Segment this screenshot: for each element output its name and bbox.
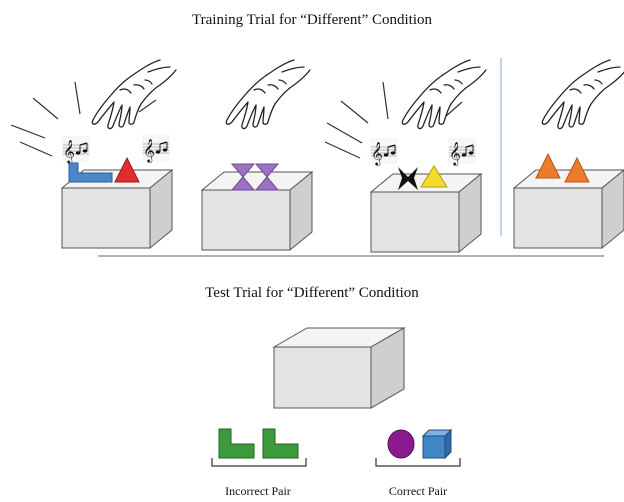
- sound-lines: [10, 81, 157, 157]
- correct-bracket: [375, 458, 461, 467]
- test-box: [272, 327, 406, 409]
- purple-hourglass-right: [254, 163, 280, 178]
- box: [201, 171, 313, 251]
- hand-icon: [401, 59, 487, 130]
- music-notes-icon: [447, 137, 477, 167]
- test-title: Test Trial for “Different” Condition: [205, 285, 419, 301]
- music-notes-icon: [61, 135, 91, 165]
- red-triangle: [114, 156, 140, 183]
- training-panel-4: [513, 59, 624, 249]
- yellow-triangle: [420, 165, 448, 188]
- music-notes-icon: [369, 137, 399, 167]
- correct-pair: [375, 428, 461, 467]
- sound-lines: [324, 81, 463, 159]
- training-panel-3: [324, 59, 487, 253]
- training-title: Training Trial for “Different” Condition: [192, 12, 432, 28]
- blue-cube: [421, 428, 453, 460]
- correct-pair-label: Correct Pair: [388, 484, 448, 498]
- orange-triangle-left: [535, 152, 561, 179]
- training-panel-2: [201, 59, 313, 251]
- green-l-block-left: [218, 428, 255, 459]
- hand-icon: [225, 59, 311, 130]
- training-panel-1: [10, 59, 177, 249]
- blue-l-block: [68, 162, 113, 183]
- black-x-shape: [398, 167, 418, 190]
- incorrect-pair-label: Incorrect Pair: [225, 484, 291, 498]
- incorrect-pair: [211, 428, 307, 467]
- test-panel: [211, 327, 461, 467]
- green-l-block-right: [262, 428, 299, 459]
- purple-hourglass-left: [230, 163, 256, 178]
- incorrect-bracket: [211, 458, 307, 467]
- hand-icon: [91, 59, 177, 130]
- orange-triangle-right: [564, 156, 590, 183]
- purple-circle: [387, 429, 415, 459]
- hand-icon: [541, 59, 624, 130]
- music-notes-icon: [141, 134, 171, 164]
